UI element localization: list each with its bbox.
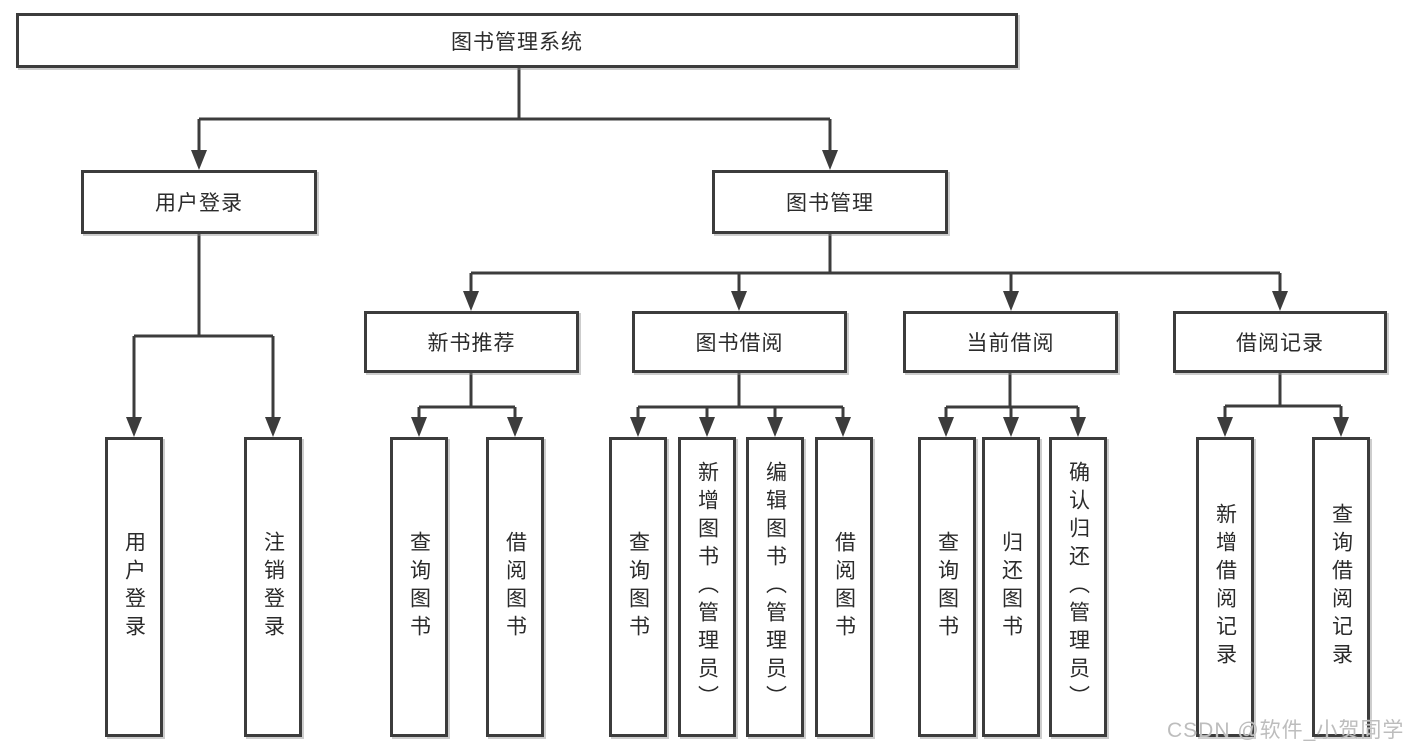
- connector-user-login-to-leaves: [126, 234, 281, 437]
- node-current-borrow: 当前借阅: [903, 311, 1118, 373]
- leaf-add-borrow-record: 新增借阅记录: [1196, 437, 1254, 737]
- leaf-query-books-recommend: 查询图书: [390, 437, 448, 737]
- node-user-login: 用户登录: [81, 170, 317, 234]
- leaf-add-books-admin: 新增图书（管理员）: [678, 437, 736, 737]
- csdn-watermark: CSDN @软件_小贺同学: [1167, 719, 1405, 742]
- connector-current-borrow-to-leaves: [938, 373, 1086, 437]
- leaf-confirm-return-admin: 确认归还（管理员）: [1049, 437, 1107, 737]
- node-root-library-system: 图书管理系统: [16, 13, 1018, 68]
- connector-new-book-recommend-to-leaves: [411, 373, 523, 437]
- node-borrow-records: 借阅记录: [1173, 311, 1387, 373]
- connector-borrow-records-to-leaves: [1217, 373, 1349, 437]
- leaf-user-login: 用户登录: [105, 437, 163, 737]
- leaf-logout: 注销登录: [244, 437, 302, 737]
- connector-root-to-level2: [191, 68, 838, 170]
- leaf-borrow-books-recommend: 借阅图书: [486, 437, 544, 737]
- leaf-query-books-borrow: 查询图书: [609, 437, 667, 737]
- node-book-management: 图书管理: [712, 170, 948, 234]
- connector-book-borrow-to-leaves: [630, 373, 851, 437]
- leaf-edit-books-admin: 编辑图书（管理员）: [746, 437, 804, 737]
- leaf-query-books-current: 查询图书: [918, 437, 976, 737]
- leaf-return-books: 归还图书: [982, 437, 1040, 737]
- leaf-query-borrow-record: 查询借阅记录: [1312, 437, 1370, 737]
- node-new-book-recommend: 新书推荐: [364, 311, 579, 373]
- connector-book-management-to-level3: [463, 234, 1288, 311]
- leaf-borrow-books: 借阅图书: [815, 437, 873, 737]
- node-book-borrow: 图书借阅: [632, 311, 847, 373]
